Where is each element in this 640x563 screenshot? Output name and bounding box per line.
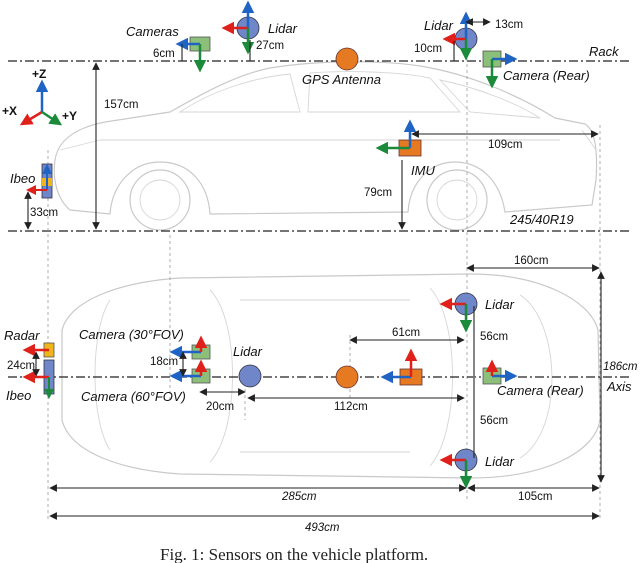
top-view-car-outline (61, 273, 601, 479)
camera-rear-label: Camera (Rear) (503, 68, 590, 83)
dim-lidar-20: 20cm (206, 401, 234, 413)
imu-label: IMU (411, 163, 435, 178)
dim-imu-61: 61cm (392, 327, 420, 339)
lidar-left-label: Lidar (485, 454, 515, 469)
side-imu-sensor: IMU (375, 119, 435, 178)
dim-axle-160: 160cm (514, 255, 549, 267)
top-camera-30-sensor: Camera (30°FOV) (79, 327, 211, 360)
top-ibeo-sensor: Ibeo (6, 359, 55, 403)
top-imu-sensor (380, 348, 423, 386)
dim-rear-105: 105cm (518, 491, 553, 503)
dim-ibeo-33: 33cm (30, 207, 58, 219)
radar-label: Radar (4, 328, 40, 343)
cameras-label: Cameras (126, 24, 179, 39)
dim-rear-10: 10cm (414, 43, 442, 55)
top-lidar-front-sensor: Lidar (233, 344, 263, 388)
figure-caption: Fig. 1: Sensors on the vehicle platform. (160, 545, 428, 563)
dim-radar-24: 24cm (7, 360, 35, 372)
side-camera-rear-sensor: Camera (Rear) (482, 50, 590, 89)
dim-width-56a: 56cm (480, 331, 508, 343)
camera-60-label: Camera (60°FOV) (81, 389, 186, 404)
side-lidar-rear-sensor: Lidar (424, 11, 478, 61)
top-camera-60-sensor: Camera (60°FOV) (81, 359, 211, 404)
axis-z-label: +Z (32, 67, 46, 81)
dim-lidar-27: 27cm (256, 40, 284, 52)
top-lidar-right-sensor: Lidar (439, 292, 515, 333)
axis-label: Axis (606, 379, 632, 394)
tire-label: 245/40R19 (509, 212, 574, 227)
lidar-rear-label: Lidar (424, 18, 454, 33)
dim-imu-79: 79cm (364, 187, 392, 199)
lidar-right-label: Lidar (485, 297, 515, 312)
dim-camera-18: 18cm (150, 356, 178, 368)
dim-width-56b: 56cm (480, 415, 508, 427)
side-ibeo-sensor: Ibeo (10, 163, 53, 199)
camera-rear-top-label: Camera (Rear) (497, 383, 584, 398)
lidar-label: Lidar (268, 21, 298, 36)
lidar-front-label: Lidar (233, 344, 263, 359)
top-gps-sensor (335, 365, 359, 389)
ibeo-side-label: Ibeo (10, 171, 35, 186)
dim-width-186: 186cm (603, 361, 638, 373)
dim-rear-13: 13cm (495, 19, 523, 31)
dim-length-493: 493cm (305, 522, 340, 534)
dim-height-157: 157cm (104, 99, 139, 111)
gps-label: GPS Antenna (302, 72, 381, 87)
rack-label: Rack (589, 44, 620, 59)
axis-x-label: +X (2, 104, 17, 118)
ibeo-top-label: Ibeo (6, 388, 31, 403)
camera-30-label: Camera (30°FOV) (79, 327, 184, 342)
dim-axle-285: 285cm (281, 491, 317, 503)
top-camera-rear-sensor: Camera (Rear) (482, 359, 584, 398)
axis-y-label: +Y (62, 109, 77, 123)
top-lidar-left-sensor: Lidar (439, 448, 515, 489)
dim-imu-109: 109cm (488, 139, 523, 151)
dim-gps-112: 112cm (334, 401, 368, 413)
dim-cam-6: 6cm (153, 48, 175, 60)
side-gps-sensor: GPS Antenna (302, 47, 381, 87)
axis-indicator: +Z +X +Y (2, 67, 77, 126)
side-lidar-sensor: Lidar (221, 0, 298, 55)
top-radar-sensor: Radar (4, 328, 55, 358)
side-cameras-sensor: Cameras (126, 24, 211, 73)
